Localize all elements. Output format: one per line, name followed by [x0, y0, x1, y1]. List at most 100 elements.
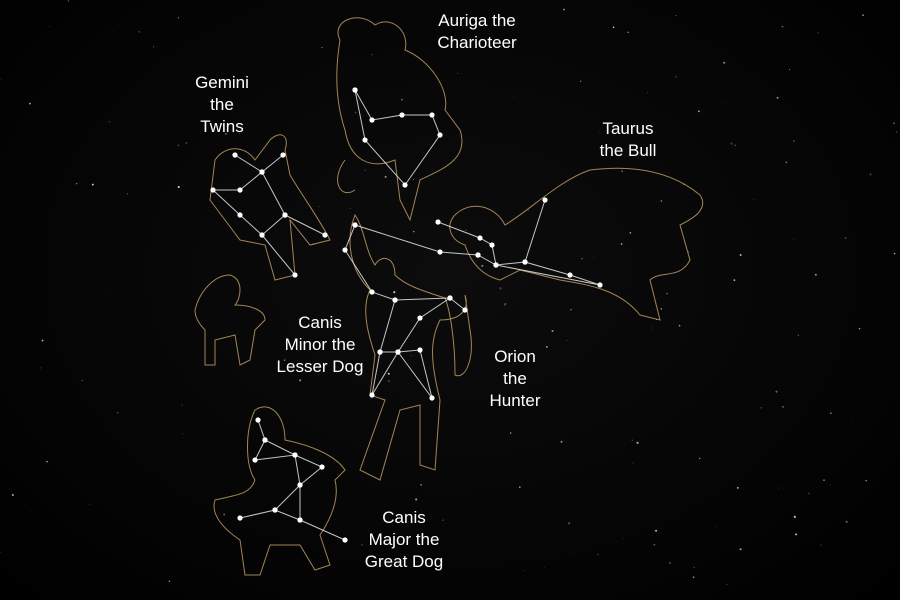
background-star — [321, 47, 323, 49]
star-orion — [392, 297, 398, 303]
background-star — [420, 484, 423, 486]
background-star — [566, 339, 568, 342]
background-star — [551, 329, 554, 333]
background-star — [795, 533, 798, 536]
star-taurus — [597, 282, 603, 288]
star-orion — [462, 307, 468, 313]
background-star — [793, 515, 796, 518]
background-star — [503, 304, 506, 306]
background-star — [675, 15, 677, 17]
background-star — [632, 462, 634, 464]
star-canismajor — [252, 457, 258, 463]
star-gemini — [282, 212, 288, 218]
star-auriga — [362, 137, 368, 143]
background-star — [830, 412, 832, 414]
label-orion: Orion the Hunter — [489, 346, 540, 412]
label-auriga: Auriga the Charioteer — [437, 10, 516, 54]
star-auriga — [429, 112, 435, 118]
background-star — [401, 98, 403, 101]
background-star — [739, 548, 742, 551]
background-star — [465, 229, 467, 231]
background-star — [349, 207, 351, 209]
background-star — [893, 122, 895, 125]
label-line: the Bull — [599, 141, 657, 160]
star-orion — [369, 289, 375, 295]
background-star — [481, 264, 484, 267]
background-star — [893, 252, 896, 255]
background-star — [298, 318, 301, 320]
label-line: Major the — [368, 530, 440, 549]
background-star — [0, 551, 1, 553]
background-star — [675, 76, 677, 78]
background-star — [820, 544, 822, 546]
label-line: Canis — [382, 508, 426, 527]
star-orion — [429, 395, 435, 401]
background-star — [726, 584, 728, 585]
label-line: the — [503, 369, 527, 388]
star-auriga — [437, 132, 443, 138]
background-star — [299, 379, 302, 382]
background-star — [895, 131, 898, 133]
background-star — [597, 553, 599, 556]
star-gemini — [259, 169, 265, 175]
background-star — [753, 199, 754, 200]
star-auriga — [402, 182, 408, 188]
star-auriga — [399, 112, 405, 118]
star-auriga_orion — [352, 222, 358, 228]
background-star — [865, 479, 867, 482]
background-star — [723, 61, 726, 64]
background-star — [560, 440, 563, 443]
background-star — [636, 441, 639, 444]
star-line-taurus — [437, 199, 601, 286]
background-star — [49, 26, 50, 27]
background-star — [570, 309, 572, 311]
background-star — [733, 279, 736, 282]
star-canismajor — [272, 507, 278, 513]
star-gemini — [292, 272, 298, 278]
background-star — [734, 144, 736, 146]
background-star — [504, 303, 507, 305]
background-star — [223, 513, 226, 516]
star-gemini — [237, 187, 243, 193]
background-star — [823, 479, 825, 481]
background-star — [182, 433, 183, 435]
background-star — [714, 526, 716, 527]
star-canismajor — [262, 437, 268, 443]
star-line-auriga_orion — [354, 224, 479, 256]
background-star — [760, 407, 762, 409]
figure-outline-canisminor — [194, 274, 266, 366]
background-star — [522, 570, 524, 572]
background-star — [71, 64, 73, 66]
background-star — [655, 529, 658, 532]
star-taurus — [477, 235, 483, 241]
background-star — [621, 170, 624, 173]
background-star — [356, 249, 358, 251]
background-star — [829, 484, 831, 485]
background-star — [775, 390, 778, 393]
star-orion — [369, 392, 375, 398]
background-star — [862, 14, 864, 17]
star-orion — [417, 315, 423, 321]
background-star — [817, 32, 819, 34]
star-canismajor — [342, 537, 348, 543]
background-star — [283, 359, 286, 361]
background-star — [814, 273, 817, 276]
background-star — [629, 232, 632, 234]
background-star — [371, 54, 373, 56]
star-canismajor — [297, 482, 303, 488]
background-star — [845, 520, 848, 523]
background-star — [413, 230, 415, 233]
background-star — [781, 25, 784, 28]
background-star — [384, 175, 387, 178]
figure-outline-gemini — [209, 134, 331, 281]
background-star — [580, 80, 582, 82]
background-star — [25, 504, 26, 505]
label-line: Great Dog — [364, 552, 444, 571]
star-orion — [377, 349, 383, 355]
background-star — [285, 173, 286, 175]
background-star — [699, 457, 701, 459]
label-line: Canis — [298, 313, 342, 332]
star-canismajor — [237, 515, 243, 521]
background-star — [844, 237, 847, 239]
